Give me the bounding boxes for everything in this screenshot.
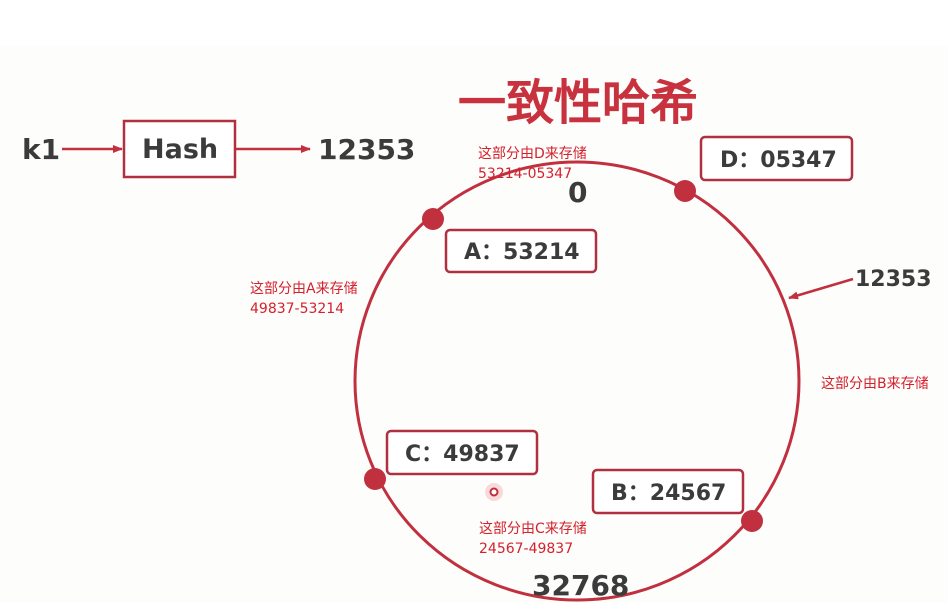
diagram-title: 一致性哈希: [458, 75, 698, 131]
hash-ring: [353, 160, 801, 602]
ring-bottom-label: 32768: [532, 569, 629, 602]
range-d-line1: 这部分由D来存储: [478, 145, 587, 162]
hash-box-label: Hash: [142, 134, 218, 165]
node-c-dot: [364, 468, 386, 490]
range-d-line2: 53214-05347: [478, 166, 572, 182]
range-a-line1: 这部分由A来存储: [250, 280, 358, 297]
node-b-label: B：24567: [611, 481, 726, 506]
node-c-label: C：49837: [405, 442, 520, 467]
range-c-line2: 24567-49837: [479, 541, 573, 557]
node-b-box: [591, 468, 745, 515]
incoming-value-label: 12353: [855, 267, 932, 292]
node-d-dot: [674, 180, 696, 202]
node-a-dot: [422, 208, 444, 230]
range-b-line1: 这部分由B来存储: [821, 375, 929, 392]
range-a-line2: 49837-53214: [250, 301, 344, 317]
node-d-label: D：05347: [720, 148, 837, 173]
node-a-label: A：53214: [464, 240, 580, 265]
hash-result-value: 12353: [318, 133, 415, 166]
key-label: k1: [22, 133, 60, 166]
node-b-dot: [741, 510, 763, 532]
hash-box: [122, 119, 237, 179]
ring-zero-label: 0: [568, 176, 587, 209]
node-d-box: [699, 135, 854, 182]
node-c-box: [385, 429, 539, 476]
pointer-cursor-dot: [489, 487, 499, 497]
top-blank-band: [0, 0, 948, 46]
range-c-line1: 这部分由C来存储: [479, 520, 587, 537]
incoming-value-arrow: [788, 277, 854, 300]
node-a-box: [444, 228, 598, 274]
